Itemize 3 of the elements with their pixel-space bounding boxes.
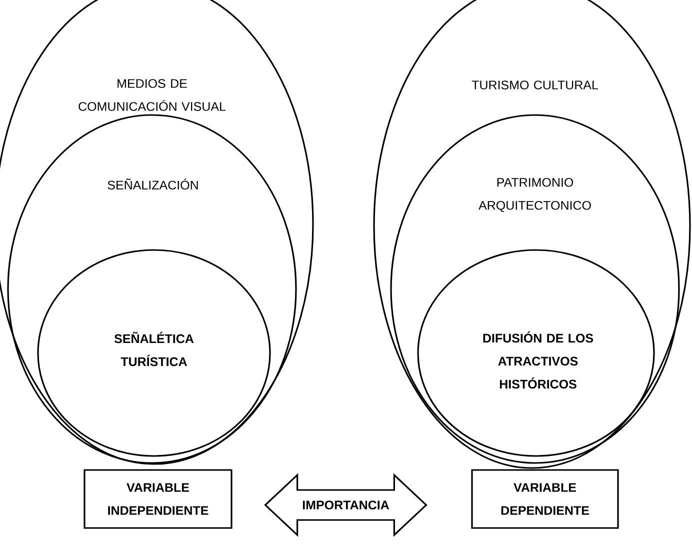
variable-box: VARIABLE DEPENDIENTE [471, 469, 619, 529]
edge-label: IMPORTANCIA [302, 500, 390, 510]
variable-box: VARIABLE INDEPENDIENTE [84, 469, 232, 529]
